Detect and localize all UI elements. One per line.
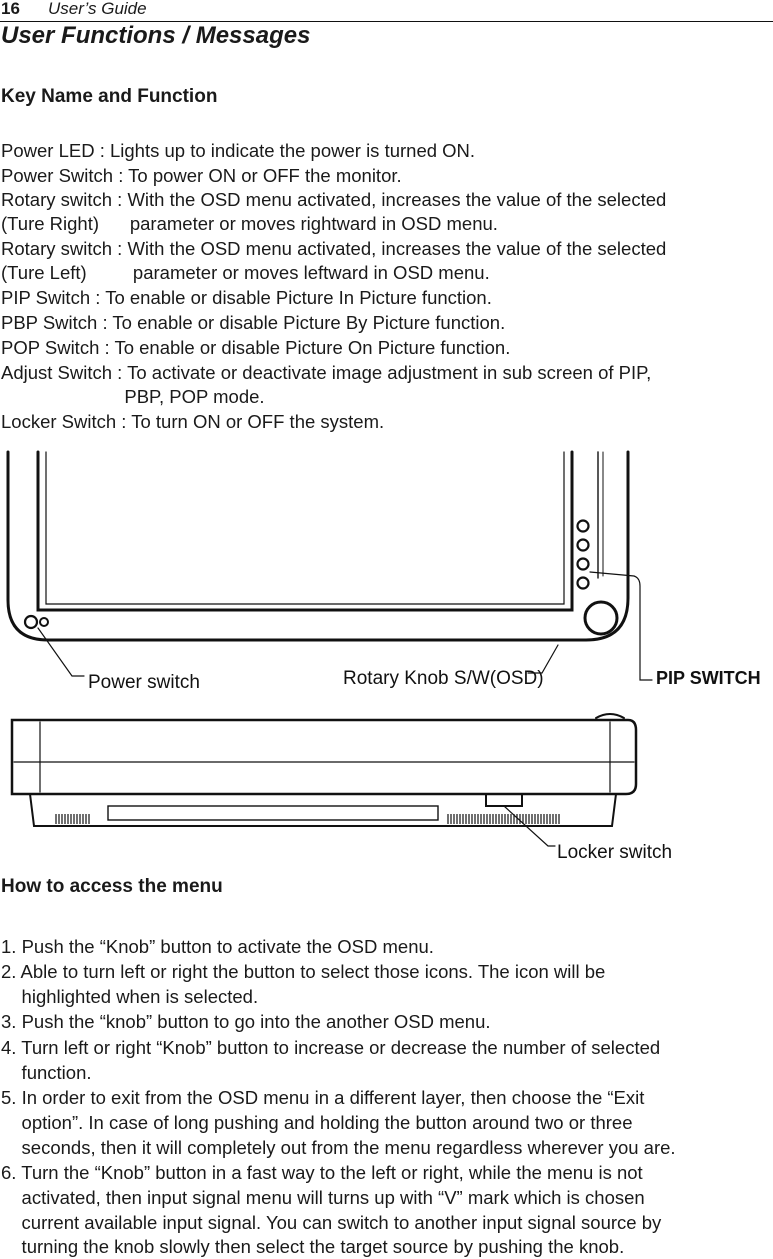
monitor-screen [36,450,574,612]
key-line: Locker Switch : To turn ON or OFF the sy… [1,411,385,432]
key-line: Power LED : Lights up to indicate the po… [1,140,476,161]
key-line: (Ture Left) parameter or moves leftward … [1,262,490,283]
page-header: 16 User’s Guide [0,0,773,22]
menu-step-line: 4. Turn left or right “Knob” button to i… [1,1037,661,1058]
power-led-icon [23,614,39,630]
power-switch-icon [39,617,49,627]
menu-step-line: function. [1,1062,92,1083]
locker-switch-label: Locker switch [557,842,672,863]
power-switch-label: Power switch [88,672,200,693]
menu-step-line: 1. Push the “Knob” button to activate th… [1,936,434,957]
menu-step-line: current available input signal. You can … [1,1212,662,1233]
pip-button-icon [576,519,590,533]
key-line: POP Switch : To enable or disable Pictur… [1,337,511,358]
key-line: Adjust Switch : To activate or deactivat… [1,362,652,383]
rotary-knob-icon [583,600,619,636]
key-line: PBP, POP mode. [1,386,265,407]
key-line: Rotary switch : With the OSD menu activa… [1,238,667,259]
page-number: 16 [1,0,20,18]
key-line: PBP Switch : To enable or disable Pictur… [1,312,506,333]
menu-step-line: 6. Turn the “Knob” button in a fast way … [1,1162,643,1183]
key-line: PIP Switch : To enable or disable Pictur… [1,287,492,308]
key-section-heading: Key Name and Function [1,86,218,107]
key-line: Power Switch : To power ON or OFF the mo… [1,165,402,186]
menu-step-line: turning the knob slowly then select the … [1,1236,625,1257]
menu-step-line: highlighted when is selected. [1,986,259,1007]
pip-switch-label: PIP SWITCH [656,668,761,688]
menu-step-line: 3. Push the “knob” button to go into the… [1,1011,491,1032]
monitor-diagram: Power switch Rotary Knob S/W(OSD) PIP SW… [6,450,761,863]
adjust-button-icon [576,576,590,590]
monitor-bottom-view [10,718,638,796]
pbp-button-icon [576,538,590,552]
menu-step-line: option”. In case of long pushing and hol… [1,1112,633,1133]
monitor-bezel [6,450,630,642]
menu-section-heading: How to access the menu [1,876,223,897]
menu-step-line: 5. In order to exit from the OSD menu in… [1,1087,645,1108]
menu-step-line: seconds, then it will completely out fro… [1,1137,676,1158]
key-line: Rotary switch : With the OSD menu activa… [1,189,667,210]
key-line: (Ture Right) parameter or moves rightwar… [1,213,498,234]
menu-step-line: activated, then input signal menu will t… [1,1187,645,1208]
guide-title: User’s Guide [48,0,147,18]
pop-button-icon [576,557,590,571]
locker-switch-icon [485,793,523,807]
menu-step-line: 2. Able to turn left or right the button… [1,961,606,982]
rotary-knob-label: Rotary Knob S/W(OSD) [343,668,544,689]
section-title: User Functions / Messages [1,22,311,49]
